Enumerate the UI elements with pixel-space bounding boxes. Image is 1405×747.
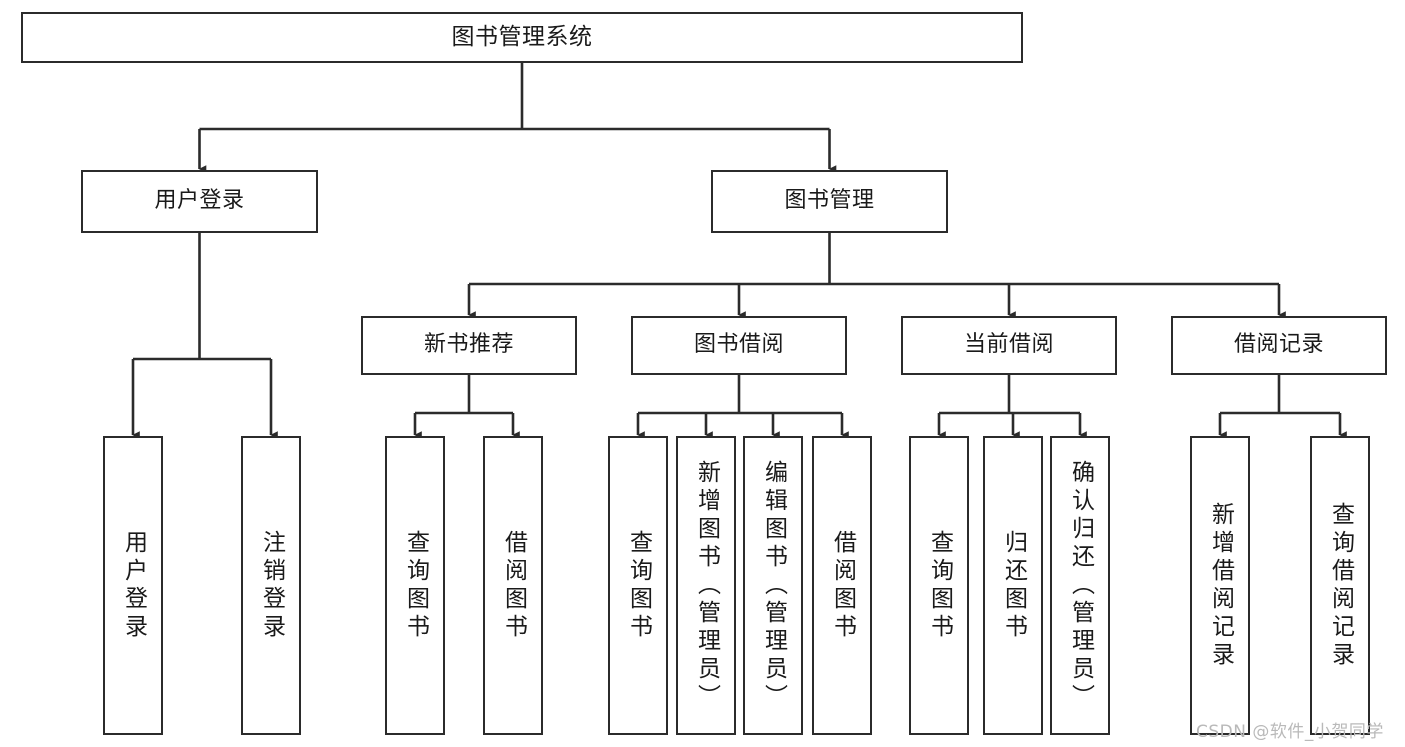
node-leaf-edit-book[interactable]: 编辑图书（管理员）: [743, 436, 803, 735]
node-label: 归还图书: [1000, 529, 1027, 642]
node-root[interactable]: 图书管理系统: [21, 12, 1023, 63]
edge-bus-borrow-record: [1220, 375, 1340, 415]
node-leaf-user-login[interactable]: 用户登录: [103, 436, 163, 735]
node-label: 图书管理系统: [451, 23, 593, 50]
node-leaf-add-book[interactable]: 新增图书（管理员）: [676, 436, 736, 735]
edge-bus-book-borrow: [638, 375, 842, 415]
node-label: 新增借阅记录: [1207, 501, 1234, 670]
node-borrow-record[interactable]: 借阅记录: [1171, 316, 1387, 375]
node-label: 编辑图书（管理员）: [760, 459, 787, 712]
node-leaf-query-record[interactable]: 查询借阅记录: [1310, 436, 1370, 735]
node-leaf-query-book-3[interactable]: 查询图书: [909, 436, 969, 735]
node-label: 查询图书: [625, 529, 652, 642]
edge-bus-book-manage: [469, 233, 1279, 286]
node-label: 图书管理: [784, 188, 875, 214]
node-label: 注销登录: [258, 529, 285, 642]
node-leaf-borrow-book-1[interactable]: 借阅图书: [483, 436, 543, 735]
edge-bus-current-borrow: [939, 375, 1080, 415]
node-label: 借阅图书: [500, 529, 527, 642]
edge-bus-root: [199, 63, 830, 131]
node-user-login[interactable]: 用户登录: [81, 170, 318, 233]
node-leaf-logout[interactable]: 注销登录: [241, 436, 301, 735]
node-label: 图书借阅: [693, 332, 784, 358]
edge-bus-new-book-rec: [415, 375, 513, 415]
node-leaf-query-book-2[interactable]: 查询图书: [608, 436, 668, 735]
node-label: 用户登录: [120, 529, 147, 642]
node-label: 查询借阅记录: [1327, 501, 1354, 670]
node-book-borrow[interactable]: 图书借阅: [631, 316, 847, 375]
edge-bus-user-login: [133, 233, 271, 361]
node-leaf-return-book[interactable]: 归还图书: [983, 436, 1043, 735]
node-leaf-query-book-1[interactable]: 查询图书: [385, 436, 445, 735]
node-label: 新书推荐: [423, 332, 514, 358]
node-label: 当前借阅: [963, 332, 1054, 358]
node-label: 新增图书（管理员）: [693, 459, 720, 712]
csdn-watermark: CSDN @软件_小贺同学: [1196, 722, 1384, 742]
node-current-borrow[interactable]: 当前借阅: [901, 316, 1117, 375]
node-new-book-rec[interactable]: 新书推荐: [361, 316, 577, 375]
node-label: 查询图书: [926, 529, 953, 642]
node-leaf-confirm-return[interactable]: 确认归还（管理员）: [1050, 436, 1110, 735]
node-book-manage[interactable]: 图书管理: [711, 170, 948, 233]
node-label: 查询图书: [402, 529, 429, 642]
node-leaf-borrow-book-2[interactable]: 借阅图书: [812, 436, 872, 735]
node-leaf-add-record[interactable]: 新增借阅记录: [1190, 436, 1250, 735]
node-label: 确认归还（管理员）: [1067, 459, 1094, 712]
node-label: 借阅图书: [829, 529, 856, 642]
node-label: 用户登录: [154, 188, 245, 214]
node-label: 借阅记录: [1233, 332, 1324, 358]
